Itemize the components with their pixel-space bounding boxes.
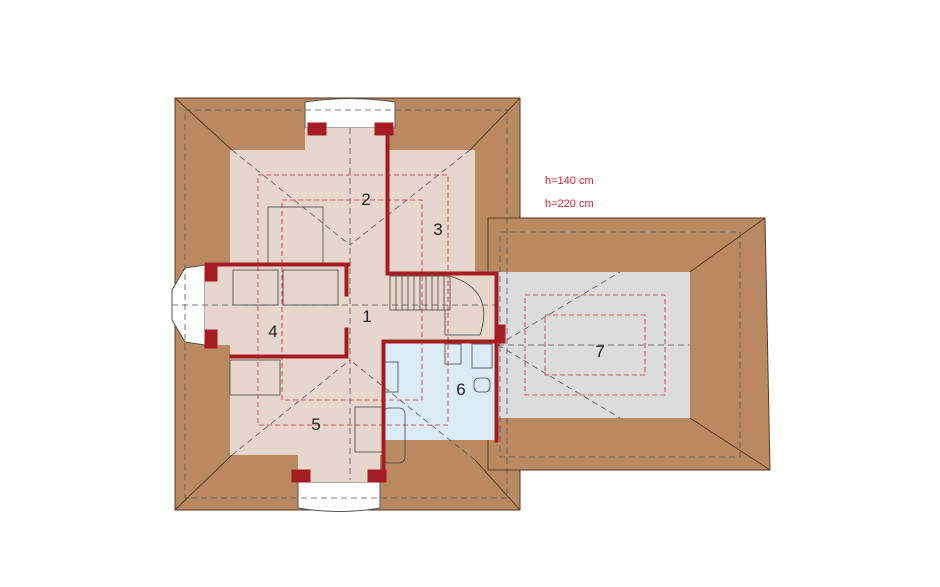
room-label-4: 4	[268, 322, 277, 341]
bay-windows	[171, 98, 396, 512]
room-label-7: 7	[595, 342, 604, 361]
walls	[204, 122, 506, 483]
room-label-3: 3	[433, 220, 442, 239]
bathroom-area	[385, 340, 498, 440]
staircase	[389, 275, 484, 336]
ridge-lines	[172, 109, 741, 499]
room-label-1: 1	[362, 307, 371, 326]
legend-height-220: h=220 cm	[545, 198, 594, 210]
legend-height-140: h=140 cm	[545, 175, 594, 187]
height-lines	[257, 174, 666, 426]
room-label-6: 6	[456, 380, 465, 399]
floor-area	[205, 128, 498, 482]
attic-area	[498, 272, 690, 440]
room-label-5: 5	[311, 415, 320, 434]
room-label-2: 2	[361, 190, 370, 209]
